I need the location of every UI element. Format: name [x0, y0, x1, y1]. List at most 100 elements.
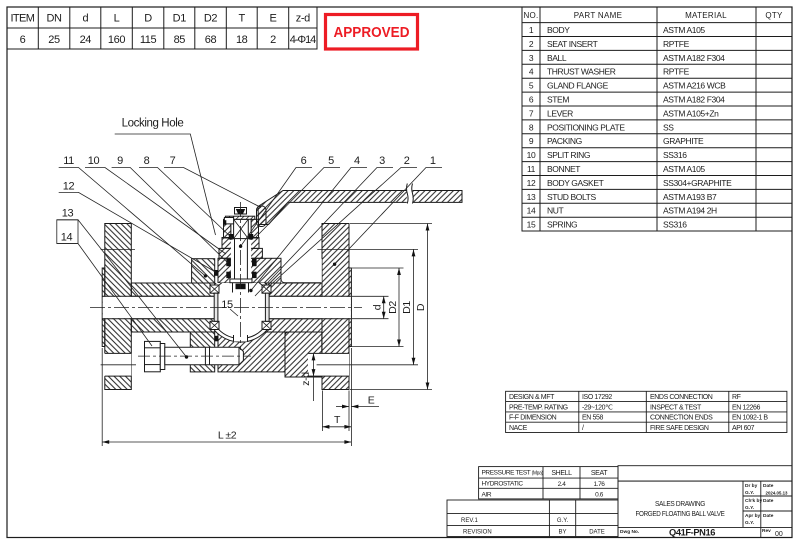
svg-text:SPLIT RING: SPLIT RING — [547, 150, 590, 160]
svg-text:1: 1 — [430, 155, 436, 167]
svg-text:Dr by: Dr by — [745, 483, 758, 489]
svg-text:BODY: BODY — [547, 25, 570, 35]
svg-text:QTY: QTY — [765, 11, 783, 20]
svg-text:68: 68 — [205, 34, 217, 46]
svg-text:CONNECTION ENDS: CONNECTION ENDS — [650, 415, 713, 422]
svg-text:NACE: NACE — [509, 425, 528, 432]
svg-text:BALL: BALL — [547, 53, 567, 63]
svg-text:4-Φ14: 4-Φ14 — [290, 34, 316, 46]
svg-text:RF: RF — [732, 394, 741, 401]
svg-text:ASTM A194 2H: ASTM A194 2H — [663, 206, 717, 216]
svg-text:2: 2 — [404, 155, 410, 167]
svg-text:NO.: NO. — [523, 11, 538, 20]
svg-text:DN: DN — [46, 13, 62, 25]
svg-text:L ±2: L ±2 — [218, 430, 237, 442]
svg-text:SEAT INSERT: SEAT INSERT — [547, 39, 598, 49]
svg-text:15: 15 — [221, 299, 233, 311]
svg-text:SS316: SS316 — [663, 150, 687, 160]
svg-text:D1: D1 — [401, 301, 413, 314]
svg-text:RPTFE: RPTFE — [663, 67, 690, 77]
svg-text:ASTM A193 B7: ASTM A193 B7 — [663, 192, 717, 202]
svg-text:Date: Date — [763, 513, 774, 519]
svg-text:14: 14 — [61, 232, 73, 244]
svg-text:15: 15 — [527, 220, 536, 230]
svg-text:Q41F-PN16: Q41F-PN16 — [669, 528, 715, 538]
svg-text:POSITIONING PLATE: POSITIONING PLATE — [547, 122, 625, 132]
svg-text:G.Y.: G.Y. — [745, 490, 754, 496]
svg-text:85: 85 — [174, 34, 186, 46]
svg-text:REVISION: REVISION — [463, 530, 492, 536]
svg-text:Locking Hole: Locking Hole — [122, 118, 184, 130]
svg-text:BODY GASKET: BODY GASKET — [547, 178, 604, 188]
svg-text:G.Y.: G.Y. — [557, 518, 569, 524]
svg-text:E: E — [368, 395, 375, 407]
svg-text:13: 13 — [62, 208, 74, 220]
svg-text:DESIGN & MFT: DESIGN & MFT — [509, 394, 555, 401]
svg-text:BY: BY — [558, 530, 566, 536]
svg-text:2: 2 — [529, 39, 534, 49]
svg-text:4: 4 — [529, 67, 534, 77]
svg-text:RPTFE: RPTFE — [663, 39, 690, 49]
svg-text:12: 12 — [527, 178, 536, 188]
svg-text:ASTM A216 WCB: ASTM A216 WCB — [663, 81, 726, 91]
svg-text:D1: D1 — [173, 13, 187, 25]
svg-text:d: d — [82, 13, 88, 25]
svg-text:PART NAME: PART NAME — [574, 11, 623, 20]
svg-text:SPRING: SPRING — [547, 220, 577, 230]
svg-text:6: 6 — [301, 155, 307, 167]
svg-text:L: L — [114, 13, 120, 25]
svg-text:Rev: Rev — [762, 528, 771, 534]
svg-text:10: 10 — [527, 150, 536, 160]
svg-text:SEAT: SEAT — [591, 470, 608, 477]
svg-text:14: 14 — [527, 206, 536, 216]
svg-text:BONNET: BONNET — [547, 164, 580, 174]
svg-text:6: 6 — [20, 34, 26, 46]
svg-text:8: 8 — [144, 155, 150, 167]
svg-text:API 607: API 607 — [732, 425, 755, 432]
svg-text:11: 11 — [63, 155, 74, 167]
svg-text:EN 12266: EN 12266 — [732, 404, 760, 411]
svg-text:0.6: 0.6 — [595, 492, 604, 499]
svg-text:ITEM: ITEM — [11, 13, 35, 25]
svg-text:18: 18 — [236, 34, 248, 46]
svg-text:10: 10 — [88, 155, 100, 167]
svg-text:FIRE SAFE DESIGN: FIRE SAFE DESIGN — [650, 425, 709, 432]
svg-text:Date: Date — [763, 498, 774, 504]
svg-text:9: 9 — [117, 155, 123, 167]
svg-text:LEVER: LEVER — [547, 108, 573, 118]
svg-text:DATE: DATE — [589, 530, 605, 536]
svg-text:-29~120℃: -29~120℃ — [582, 404, 613, 411]
svg-text:5: 5 — [529, 81, 534, 91]
svg-text:ASTM A105: ASTM A105 — [663, 25, 705, 35]
svg-text:3: 3 — [529, 53, 534, 63]
svg-text:D2: D2 — [204, 13, 218, 25]
svg-text:ASTM A182 F304: ASTM A182 F304 — [663, 53, 725, 63]
svg-text:13: 13 — [527, 192, 536, 202]
svg-text:PRESSURE TEST (Mpa): PRESSURE TEST (Mpa) — [482, 470, 544, 477]
svg-text:SALES DRAWING: SALES DRAWING — [655, 499, 705, 508]
svg-text:00: 00 — [775, 531, 783, 538]
svg-text:5: 5 — [328, 155, 334, 167]
svg-text:D: D — [415, 303, 427, 311]
svg-text:9: 9 — [529, 136, 534, 146]
svg-text:2024.05.13: 2024.05.13 — [766, 491, 789, 496]
svg-text:1.76: 1.76 — [593, 481, 605, 488]
svg-text:SS316: SS316 — [663, 220, 687, 230]
svg-text:ASTM A182 F304: ASTM A182 F304 — [663, 95, 725, 105]
svg-text:SS: SS — [663, 122, 674, 132]
svg-text:E: E — [270, 13, 277, 25]
svg-text:8: 8 — [529, 122, 534, 132]
svg-text:2: 2 — [270, 34, 276, 46]
svg-text:D: D — [144, 13, 152, 25]
svg-text:FORGED FLOATING BALL VALVE: FORGED FLOATING BALL VALVE — [636, 509, 725, 518]
svg-text:z-d: z-d — [296, 13, 310, 25]
svg-text:EN 1092-1 B: EN 1092-1 B — [732, 415, 768, 422]
svg-text:GRAPHITE: GRAPHITE — [663, 136, 704, 146]
svg-text:1: 1 — [529, 25, 534, 35]
svg-text:G.Y.: G.Y. — [745, 505, 754, 511]
svg-text:G.Y.: G.Y. — [745, 520, 754, 526]
svg-text:SS304+GRAPHITE: SS304+GRAPHITE — [663, 178, 732, 188]
svg-text:2.4: 2.4 — [558, 481, 567, 488]
svg-text:GLAND FLANGE: GLAND FLANGE — [547, 81, 609, 91]
svg-text:ISO 17292: ISO 17292 — [582, 394, 612, 401]
